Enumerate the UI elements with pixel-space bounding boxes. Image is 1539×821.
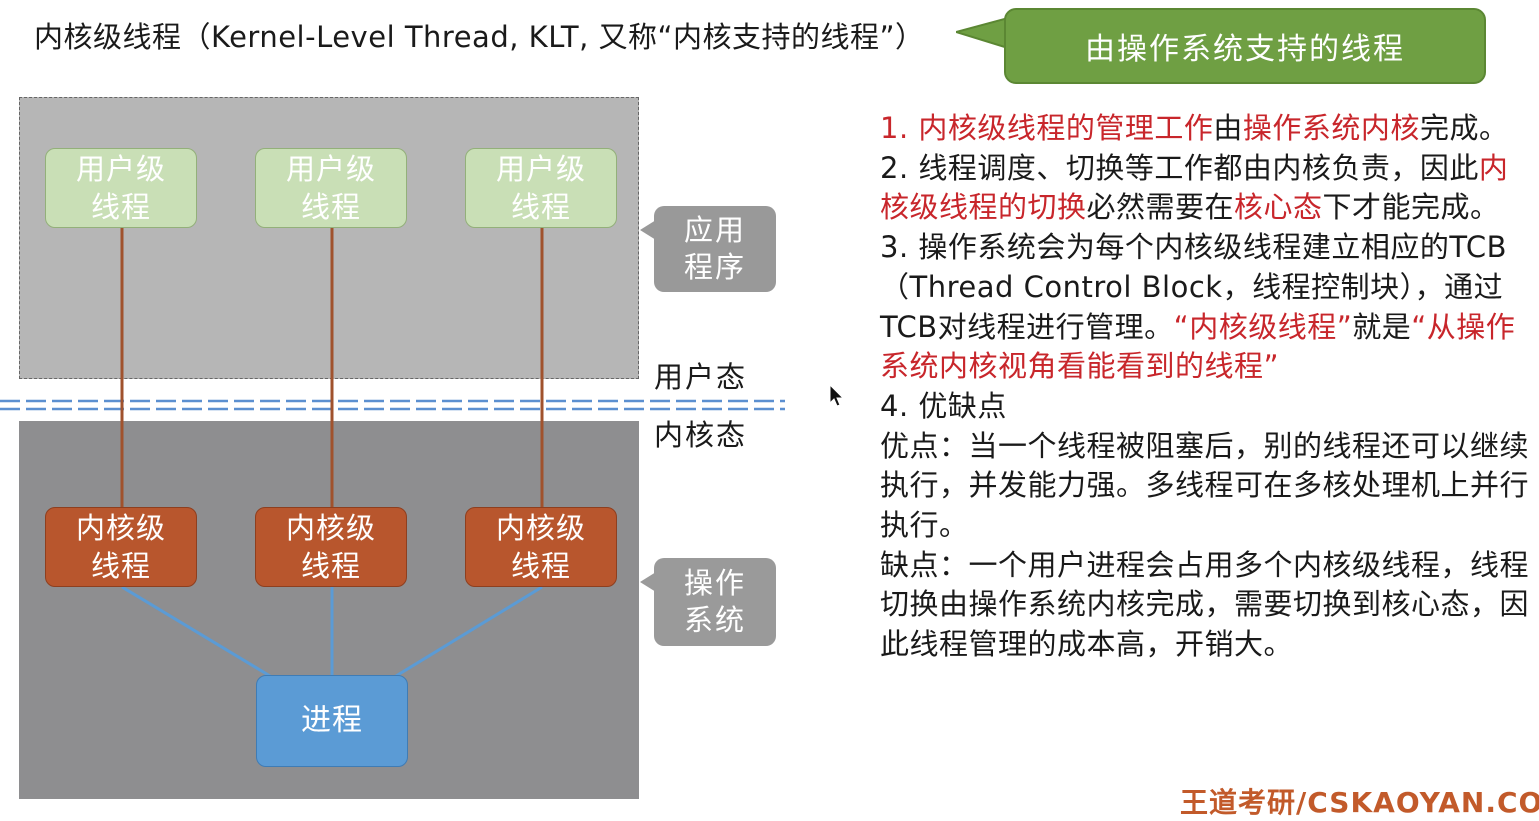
kernel-level-thread-2: 内核级 线程 bbox=[255, 507, 407, 587]
note-1: 1. 内核级线程的管理工作由操作系统内核完成。 bbox=[880, 111, 1509, 145]
user-mode-label: 用户态 bbox=[654, 360, 748, 394]
operating-system-tag: 操作 系统 bbox=[654, 558, 776, 646]
slide-title: 内核级线程（Kernel-Level Thread, KLT, 又称“内核支持的… bbox=[34, 20, 925, 54]
note-4-heading: 4. 优缺点 bbox=[880, 388, 1007, 423]
user-level-thread-1: 用户级 线程 bbox=[45, 148, 197, 228]
mode-boundary-line bbox=[0, 399, 785, 411]
tag-os-tail bbox=[640, 572, 656, 592]
user-level-thread-2: 用户级 线程 bbox=[255, 148, 407, 228]
note-disadvantages: 缺点：一个用户进程会占用多个内核级线程，线程切换由操作系统内核完成，需要切换到核… bbox=[880, 547, 1530, 662]
watermark: 王道考研/CSKAOYAN.COM bbox=[1180, 786, 1539, 819]
kernel-level-thread-3: 内核级 线程 bbox=[465, 507, 617, 587]
note-2: 2. 线程调度、切换等工作都由内核负责，因此内核级线程的切换必然需要在核心态下才… bbox=[880, 150, 1509, 225]
note-3: 3. 操作系统会为每个内核级线程建立相应的TCB（Thread Control … bbox=[880, 230, 1516, 384]
application-tag: 应用 程序 bbox=[654, 206, 776, 292]
process-box: 进程 bbox=[256, 675, 408, 767]
user-space-region bbox=[19, 97, 639, 379]
user-level-thread-3: 用户级 线程 bbox=[465, 148, 617, 228]
mouse-cursor-icon bbox=[829, 384, 845, 407]
notes-panel: 1. 内核级线程的管理工作由操作系统内核完成。 2. 线程调度、切换等工作都由内… bbox=[880, 109, 1530, 665]
kernel-mode-label: 内核态 bbox=[654, 418, 748, 452]
note-advantages: 优点：当一个线程被阻塞后，别的线程还可以继续执行，并发能力强。多线程可在多核处理… bbox=[880, 428, 1530, 543]
kernel-level-thread-1: 内核级 线程 bbox=[45, 507, 197, 587]
callout-os-supported: 由操作系统支持的线程 bbox=[1004, 8, 1486, 84]
tag-app-tail bbox=[640, 220, 656, 240]
